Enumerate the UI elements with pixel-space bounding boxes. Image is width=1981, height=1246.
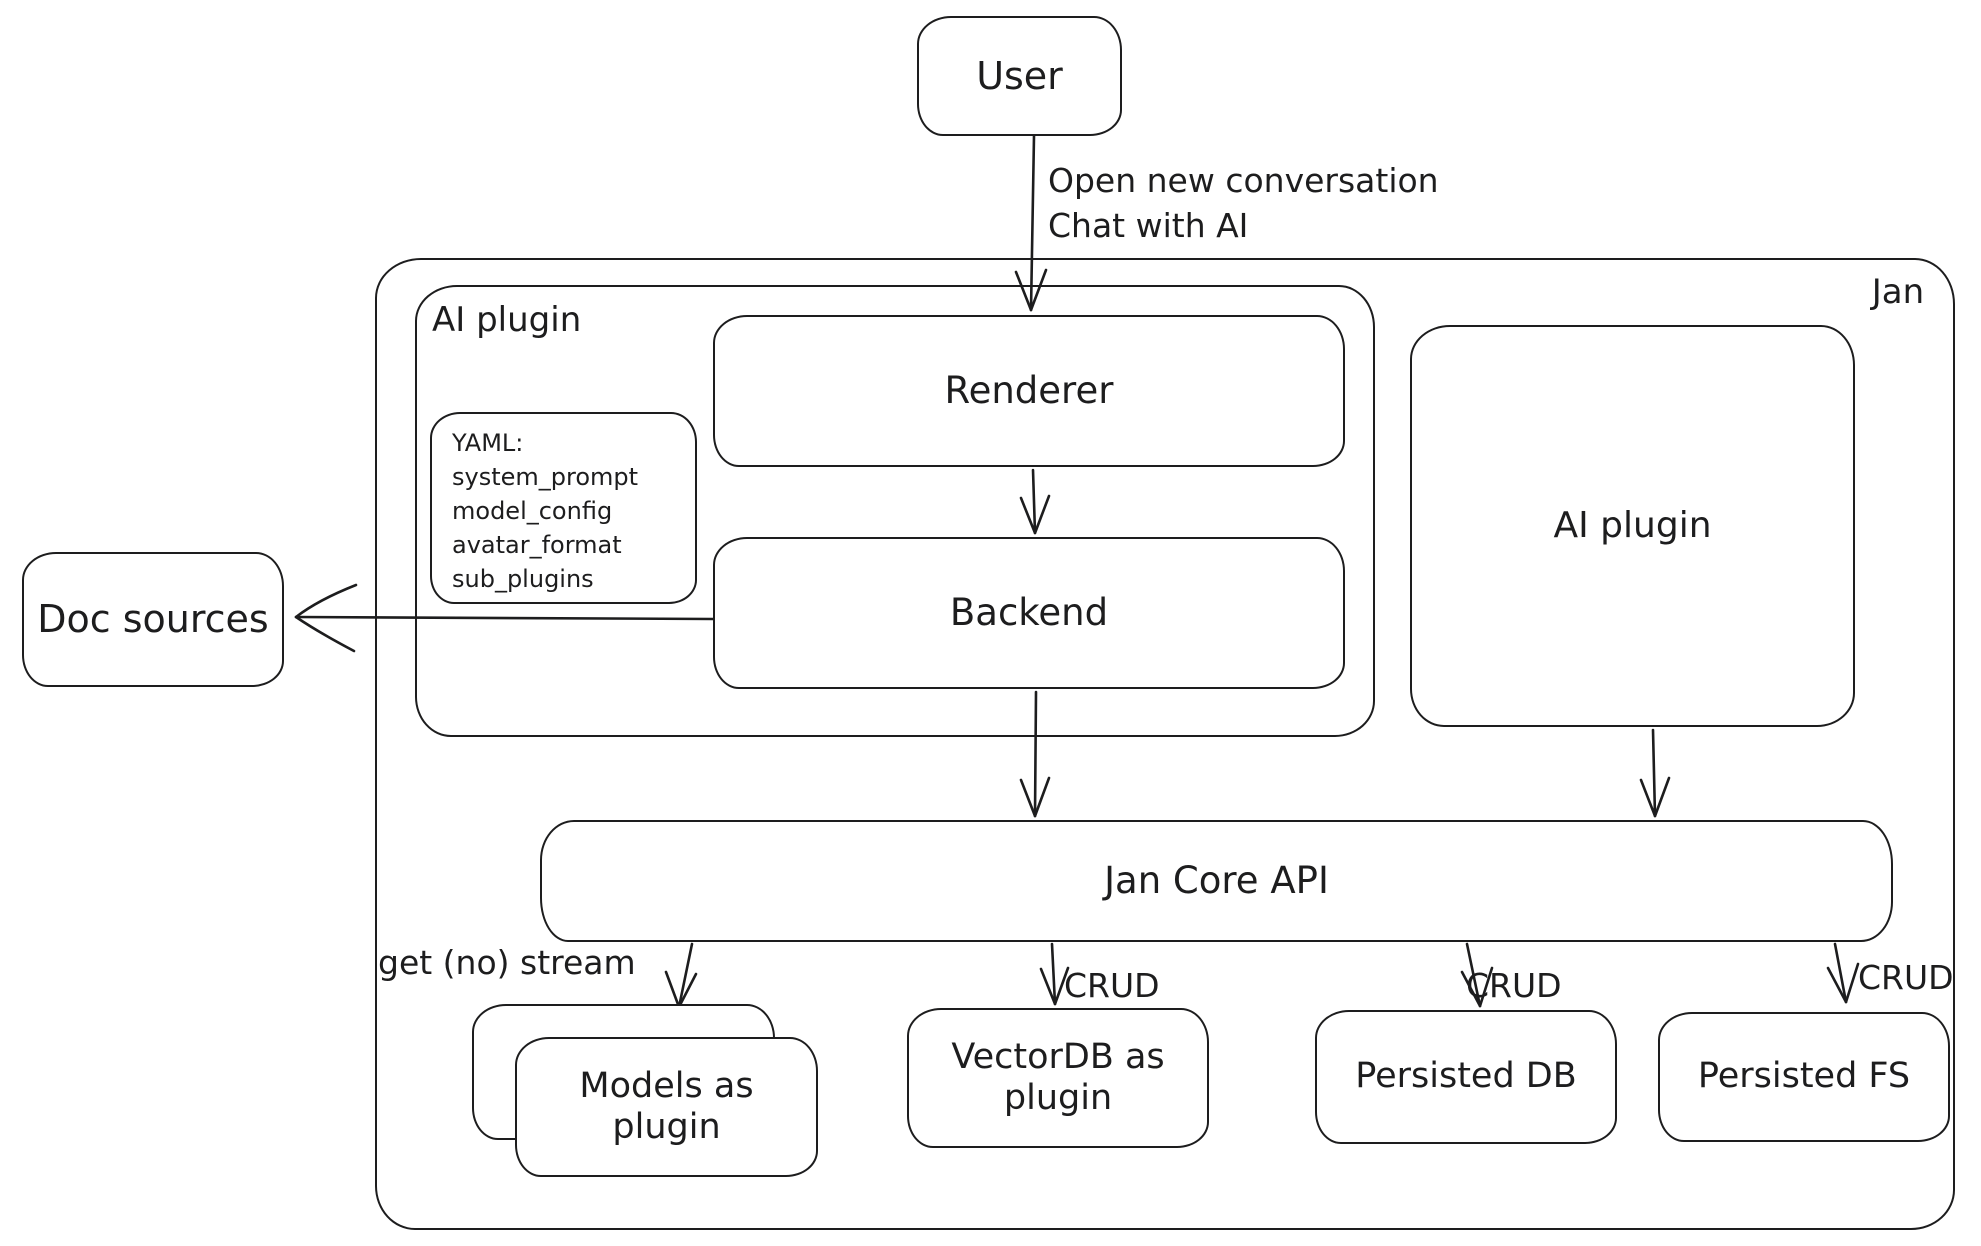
backend-node[interactable]: Backend [713, 537, 1345, 689]
user-label: User [976, 53, 1063, 98]
renderer-node[interactable]: Renderer [713, 315, 1345, 467]
ai-plugin-group-label: AI plugin [432, 300, 582, 340]
doc-sources-node[interactable]: Doc sources [22, 552, 284, 687]
arrow-backend-to-jan-core-api[interactable] [1019, 690, 1051, 818]
ai-plugin-right-node[interactable]: AI plugin [1410, 325, 1855, 727]
persisted-db-label: Persisted DB [1355, 1056, 1577, 1097]
jan-container-label: Jan [1871, 272, 1925, 312]
models-as-plugin-node[interactable]: Models as plugin [515, 1037, 818, 1177]
jan-core-api-node[interactable]: Jan Core API [540, 820, 1893, 942]
vectordb-as-plugin-label: VectorDB as plugin [951, 1036, 1165, 1118]
arrow-jan-core-api-to-models[interactable] [664, 942, 698, 1009]
ai-plugin-right-label: AI plugin [1553, 504, 1712, 546]
edge-label-crud-persisted-db[interactable]: CRUD [1466, 966, 1562, 1005]
persisted-fs-label: Persisted FS [1697, 1056, 1911, 1097]
jan-core-api-label: Jan Core API [1104, 859, 1329, 903]
renderer-label: Renderer [944, 369, 1114, 413]
edge-label-open-conversation-line1: Open new conversation [1048, 161, 1439, 200]
backend-label: Backend [949, 591, 1109, 635]
arrow-backend-to-doc-sources[interactable] [294, 583, 715, 653]
arrow-renderer-to-backend[interactable] [1019, 468, 1051, 535]
arrow-user-to-renderer[interactable] [1014, 134, 1048, 312]
persisted-db-node[interactable]: Persisted DB [1315, 1010, 1617, 1144]
jan-container-node[interactable] [375, 258, 1955, 1230]
yaml-line: YAML: [452, 429, 524, 457]
yaml-note-node[interactable]: YAML: system_prompt model_config avatar_… [430, 412, 697, 604]
user-node[interactable]: User [917, 16, 1122, 136]
edge-label-crud-vectordb[interactable]: CRUD [1064, 966, 1160, 1005]
yaml-line: sub_plugins [452, 565, 594, 593]
models-as-plugin-label: Models as plugin [579, 1065, 754, 1147]
yaml-line: avatar_format [452, 531, 622, 559]
edge-label-get-no-stream[interactable]: get (no) stream [378, 943, 636, 982]
arrow-jan-core-api-to-vectordb[interactable] [1039, 942, 1070, 1006]
arrow-jan-core-api-to-persisted-fs[interactable] [1826, 942, 1860, 1004]
vectordb-as-plugin-node[interactable]: VectorDB as plugin [907, 1008, 1209, 1148]
edge-label-open-conversation[interactable]: Open new conversation Chat with AI [1048, 158, 1468, 248]
yaml-line: model_config [452, 497, 613, 525]
edge-label-open-conversation-line2: Chat with AI [1048, 206, 1249, 245]
yaml-line: system_prompt [452, 463, 639, 491]
edge-label-crud-persisted-fs[interactable]: CRUD [1858, 958, 1954, 997]
persisted-fs-node[interactable]: Persisted FS [1658, 1012, 1950, 1142]
ai-plugin-group-node[interactable] [415, 285, 1375, 737]
doc-sources-label: Doc sources [37, 597, 269, 642]
arrow-ai-plugin-to-jan-core-api[interactable] [1639, 728, 1671, 818]
arrow-jan-core-api-to-persisted-db[interactable] [1460, 942, 1494, 1008]
